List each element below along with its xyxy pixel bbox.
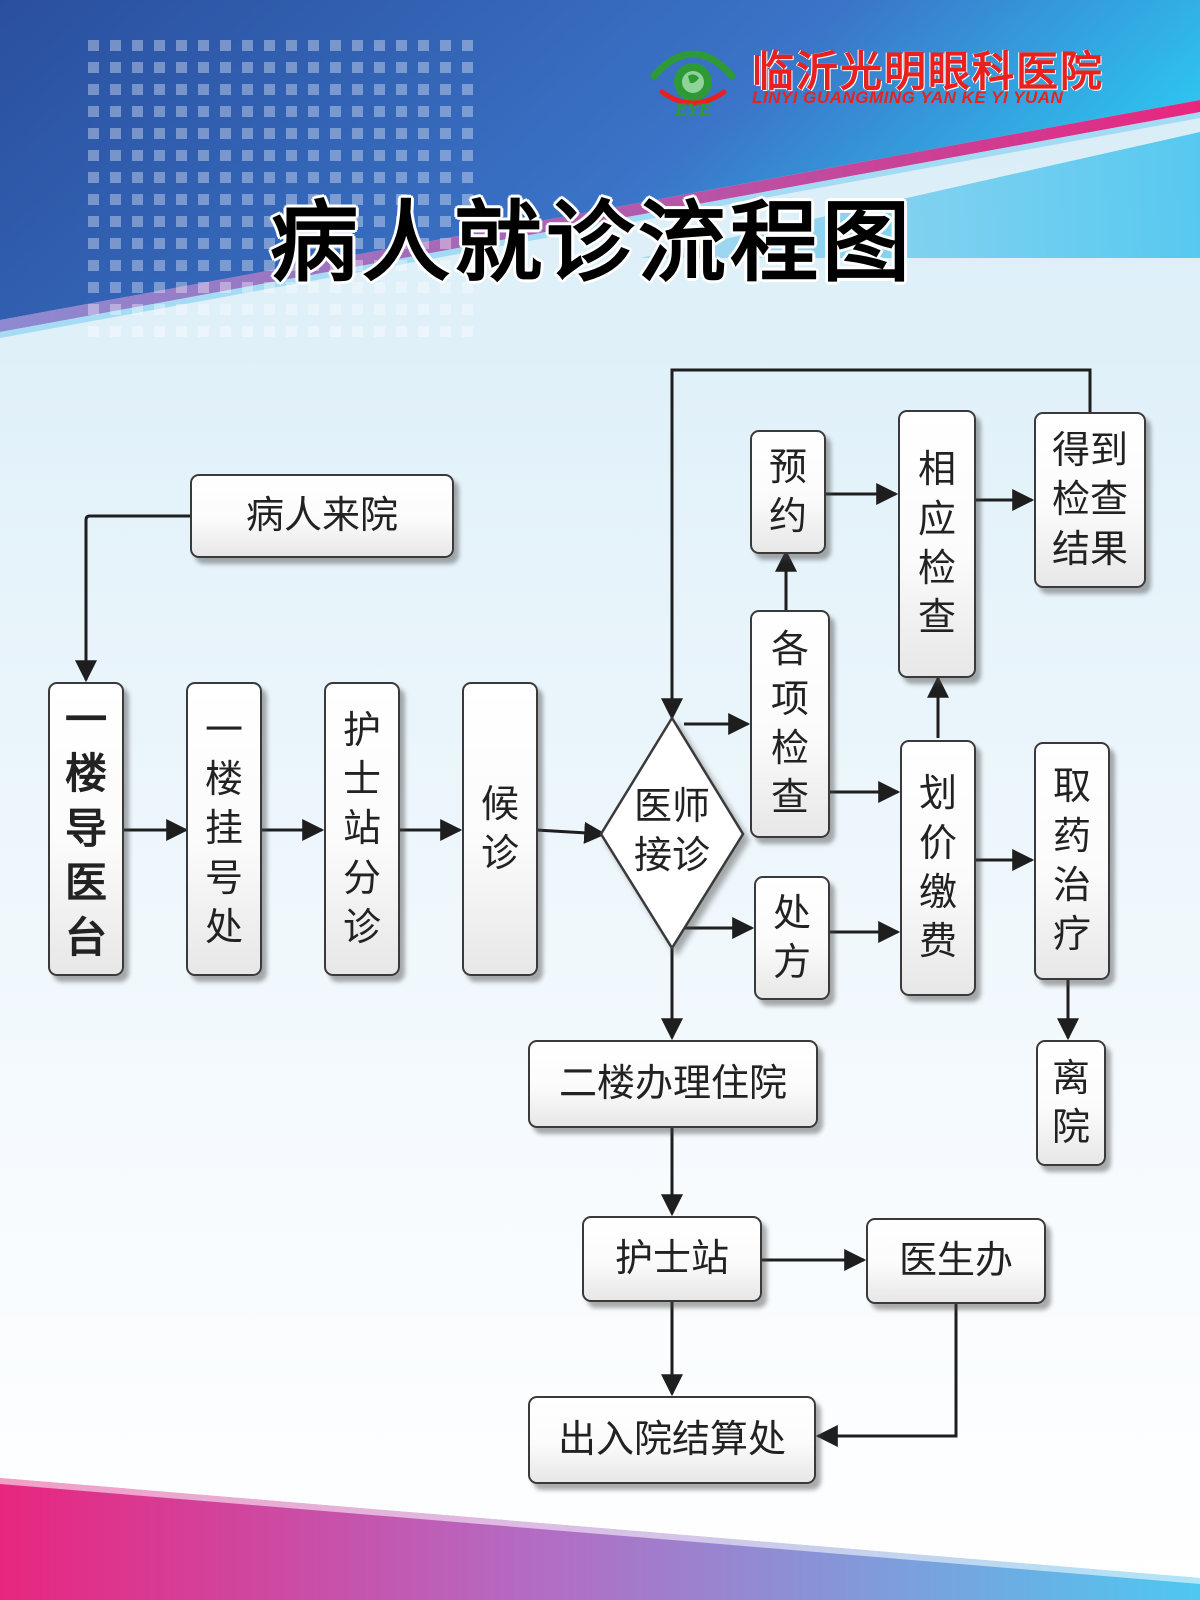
node-doctor-consultation: 医师接诊: [604, 782, 740, 881]
hospital-logo: [650, 50, 736, 106]
node-second-floor-admission-label: 二楼办理住院: [558, 1061, 787, 1106]
node-settlement: 出入院结算处: [528, 1396, 816, 1484]
page-title: 病人就诊流程图: [270, 191, 915, 294]
node-arrival-label: 病人来院: [245, 493, 398, 538]
node-nurse-triage-label: 护士站分诊: [342, 707, 381, 950]
node-pricing-payment: 划价缴费: [900, 740, 976, 996]
node-doctor-office-label: 医生办: [898, 1238, 1013, 1283]
node-examinations-label: 各项检查: [770, 627, 809, 820]
node-get-medicine: 取药治疗: [1034, 742, 1110, 980]
node-waiting-label: 候诊: [480, 781, 519, 875]
hospital-name: 临沂光明眼科医院: [752, 47, 1105, 96]
node-appointment: 预约: [750, 430, 826, 554]
node-get-results: 得到检查结果: [1034, 412, 1146, 588]
node-doctor-office: 医生办: [866, 1218, 1046, 1304]
node-nurse-station: 护士站: [582, 1216, 762, 1302]
node-corresponding-exam-label: 相应检查: [917, 447, 956, 640]
node-prescription: 处方: [754, 876, 830, 1000]
node-first-floor-guide-label: 一楼导医台: [64, 694, 107, 962]
node-examinations: 各项检查: [750, 610, 830, 838]
node-leave-hospital: 离院: [1036, 1040, 1106, 1166]
node-pricing-payment-label: 划价缴费: [918, 771, 957, 964]
arrow-doctor-office-to-settlement: [815, 1304, 958, 1447]
node-waiting: 候诊: [462, 682, 538, 976]
node-nurse-station-label: 护士站: [614, 1236, 729, 1281]
node-second-floor-admission: 二楼办理住院: [528, 1040, 818, 1128]
logo-caption: EYE: [675, 100, 711, 119]
node-get-medicine-label: 取药治疗: [1052, 764, 1091, 957]
node-arrival: 病人来院: [190, 474, 454, 558]
node-first-floor-registration: 一楼挂号处: [186, 682, 262, 976]
hospital-name-en: LINYI GUANGMING YAN KE YI YUAN: [752, 88, 1064, 107]
arrow-results-loop-to-doctor: [661, 368, 1092, 721]
node-leave-hospital-label: 离院: [1051, 1055, 1090, 1149]
node-appointment-label: 预约: [768, 444, 807, 538]
node-settlement-label: 出入院结算处: [557, 1417, 786, 1462]
node-prescription-label: 处方: [772, 890, 811, 984]
node-first-floor-registration-label: 一楼挂号处: [204, 707, 243, 950]
decision-diamond-shape: [599, 715, 745, 951]
arrow-arrival-to-guide: [75, 514, 190, 683]
arrow-waiting-to-doctor: [535, 821, 607, 844]
node-get-results-label: 得到检查结果: [1051, 427, 1128, 571]
node-corresponding-exam: 相应检查: [898, 410, 976, 678]
node-first-floor-guide: 一楼导医台: [48, 682, 124, 976]
node-doctor-consultation-label: 医师接诊: [633, 784, 710, 878]
node-nurse-triage: 护士站分诊: [324, 682, 400, 976]
